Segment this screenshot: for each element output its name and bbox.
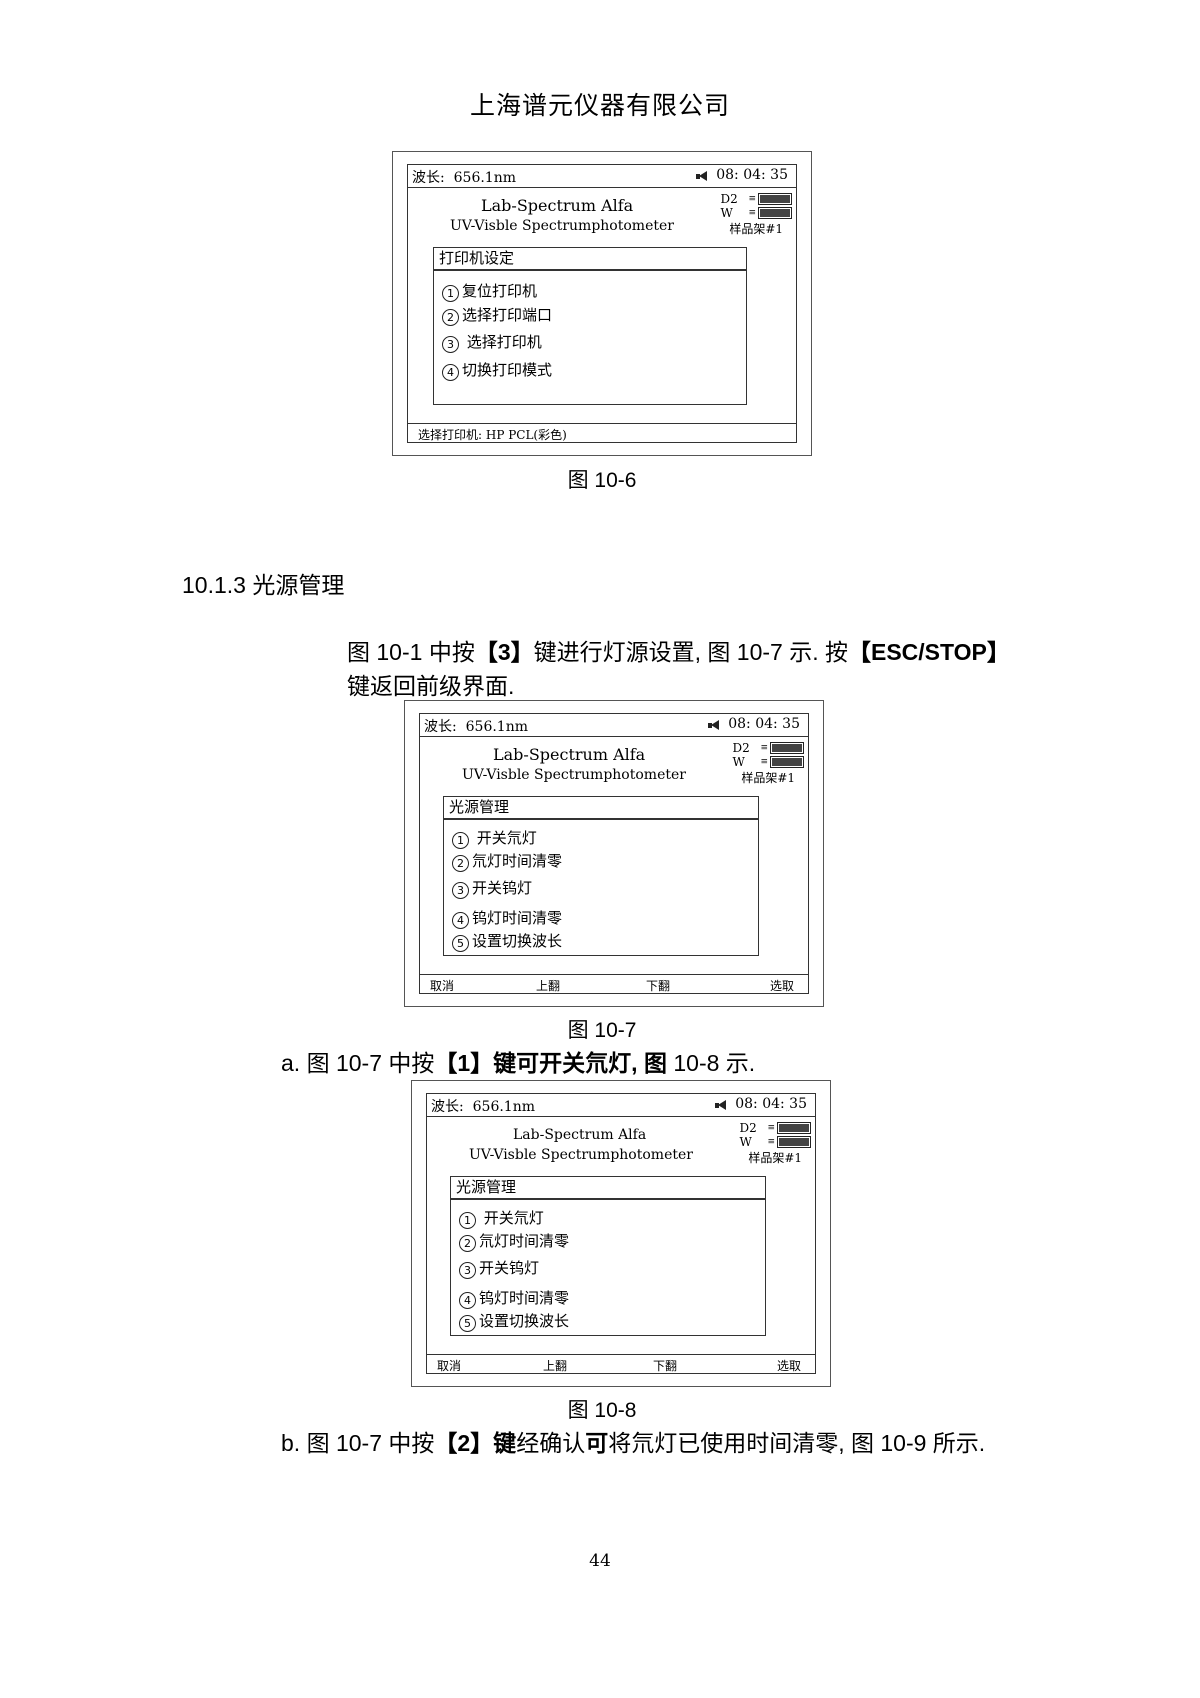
signal-icon: ≡ — [748, 208, 756, 218]
brand-title: Lab-Spectrum Alfa — [493, 745, 646, 764]
lamp-d2-label: D2 — [732, 741, 750, 755]
clock-time: 08: 04: 35 — [735, 1096, 807, 1112]
softkey-bar: 取消 上翻 下翻 选取 — [427, 1354, 815, 1373]
screen-top-bar: 波长: 656.1nm 08: 04: 35 — [420, 714, 808, 737]
wavelength-readout: 波长: 656.1nm — [412, 170, 516, 186]
lamp-d2-label: D2 — [739, 1121, 757, 1135]
softkey-cancel[interactable]: 取消 — [430, 979, 455, 993]
paragraph-item-b: b. 图 10-7 中按【2】键经确认可将氘灯已使用时间清零, 图 10-9 所… — [281, 1430, 986, 1456]
lamp-d2-battery-icon — [770, 742, 804, 754]
instrument-screen-fig-10-7: 波长: 656.1nm 08: 04: 35 Lab-Spectrum Alfa… — [404, 700, 824, 1007]
brand-title: Lab-Spectrum Alfa — [513, 1127, 647, 1143]
signal-icon: ≡ — [767, 1123, 775, 1133]
clock-time: 08: 04: 35 — [728, 716, 800, 732]
paragraph-intro: 图 10-1 中按【3】键进行灯源设置, 图 10-7 示. 按【ESC/STO… — [347, 639, 1010, 665]
lamp-w-battery-icon — [758, 207, 792, 219]
lamp-status: D2 ≡ W ≡ 样品架#1 — [739, 1121, 811, 1165]
menu-item-toggle-deuterium-lamp[interactable]: 1 开关氘灯 — [459, 1207, 544, 1229]
lamp-w-battery-icon — [777, 1136, 811, 1148]
menu-item-select-printer[interactable]: 3 选择打印机 — [442, 331, 542, 353]
figure-caption-10-6: 图 10-6 — [567, 469, 637, 492]
lamp-w-label: W — [732, 755, 745, 769]
signal-icon: ≡ — [760, 757, 768, 767]
lamp-status: D2 ≡ W ≡ 样品架#1 — [720, 192, 792, 236]
softkey-select[interactable]: 选取 — [770, 979, 795, 993]
softkey-page-down[interactable]: 下翻 — [646, 979, 671, 993]
speaker-icon — [708, 720, 720, 731]
screen-frame: 波长: 656.1nm 08: 04: 35 Lab-Spectrum Alfa… — [407, 164, 797, 443]
brand-subtitle: UV-Visble Spectrumphotometer — [462, 767, 686, 783]
sample-holder-label: 样品架#1 — [729, 222, 784, 236]
lamp-w-label: W — [739, 1135, 752, 1149]
screen-frame: 波长: 656.1nm 08: 04: 35 Lab-Spectrum Alfa… — [426, 1093, 816, 1374]
page-header-company: 上海谱元仪器有限公司 — [469, 91, 730, 120]
wavelength-readout: 波长: 656.1nm — [424, 719, 528, 735]
paragraph-item-a: a. 图 10-7 中按【1】键可开关氘灯, 图 10-8 示. — [281, 1050, 756, 1076]
softkey-page-up[interactable]: 上翻 — [543, 1359, 568, 1373]
page-number: 44 — [589, 1551, 611, 1571]
softkey-page-down[interactable]: 下翻 — [653, 1359, 678, 1373]
section-heading: 10.1.3 光源管理 — [182, 572, 345, 598]
brand-subtitle: UV-Visble Spectrumphotometer — [469, 1147, 693, 1163]
softkey-select[interactable]: 选取 — [777, 1359, 802, 1373]
instrument-screen-fig-10-6: 波长: 656.1nm 08: 04: 35 Lab-Spectrum Alfa… — [392, 151, 812, 456]
lamp-d2-battery-icon — [777, 1122, 811, 1134]
lamp-w-battery-icon — [770, 756, 804, 768]
clock-time: 08: 04: 35 — [716, 167, 788, 183]
wavelength-readout: 波长: 656.1nm — [431, 1099, 535, 1115]
softkey-cancel[interactable]: 取消 — [437, 1359, 462, 1373]
signal-icon: ≡ — [767, 1137, 775, 1147]
screen-top-bar: 波长: 656.1nm 08: 04: 35 — [427, 1094, 815, 1117]
figure-caption-10-7: 图 10-7 — [567, 1019, 637, 1042]
menu-title: 光源管理 — [450, 1176, 766, 1200]
menu-item-toggle-deuterium-lamp[interactable]: 1 开关氘灯 — [452, 827, 537, 849]
sample-holder-label: 样品架#1 — [741, 771, 796, 785]
figure-caption-10-8: 图 10-8 — [567, 1399, 637, 1422]
brand-subtitle: UV-Visble Spectrumphotometer — [450, 218, 674, 234]
signal-icon: ≡ — [748, 194, 756, 204]
softkey-page-up[interactable]: 上翻 — [536, 979, 561, 993]
signal-icon: ≡ — [760, 743, 768, 753]
instrument-screen-fig-10-8: 波长: 656.1nm 08: 04: 35 Lab-Spectrum Alfa… — [411, 1080, 831, 1387]
status-message: 选择打印机: HP PCL(彩色) — [418, 428, 567, 442]
menu-title: 打印机设定 — [433, 247, 747, 271]
speaker-icon — [696, 171, 708, 182]
speaker-icon — [715, 1100, 727, 1111]
screen-top-bar: 波长: 656.1nm 08: 04: 35 — [408, 165, 796, 188]
lamp-w-label: W — [720, 206, 733, 220]
lamp-status: D2 ≡ W ≡ 样品架#1 — [732, 741, 804, 785]
lamp-d2-battery-icon — [758, 193, 792, 205]
softkey-bar: 取消 上翻 下翻 选取 — [420, 974, 808, 993]
screen-frame: 波长: 656.1nm 08: 04: 35 Lab-Spectrum Alfa… — [419, 713, 809, 994]
sample-holder-label: 样品架#1 — [748, 1151, 803, 1165]
screen-status-bar: 选择打印机: HP PCL(彩色) — [408, 423, 796, 442]
menu-title: 光源管理 — [443, 796, 759, 820]
lamp-d2-label: D2 — [720, 192, 738, 206]
brand-title: Lab-Spectrum Alfa — [481, 196, 634, 215]
paragraph-intro-line2: 键返回前级界面. — [347, 673, 515, 699]
